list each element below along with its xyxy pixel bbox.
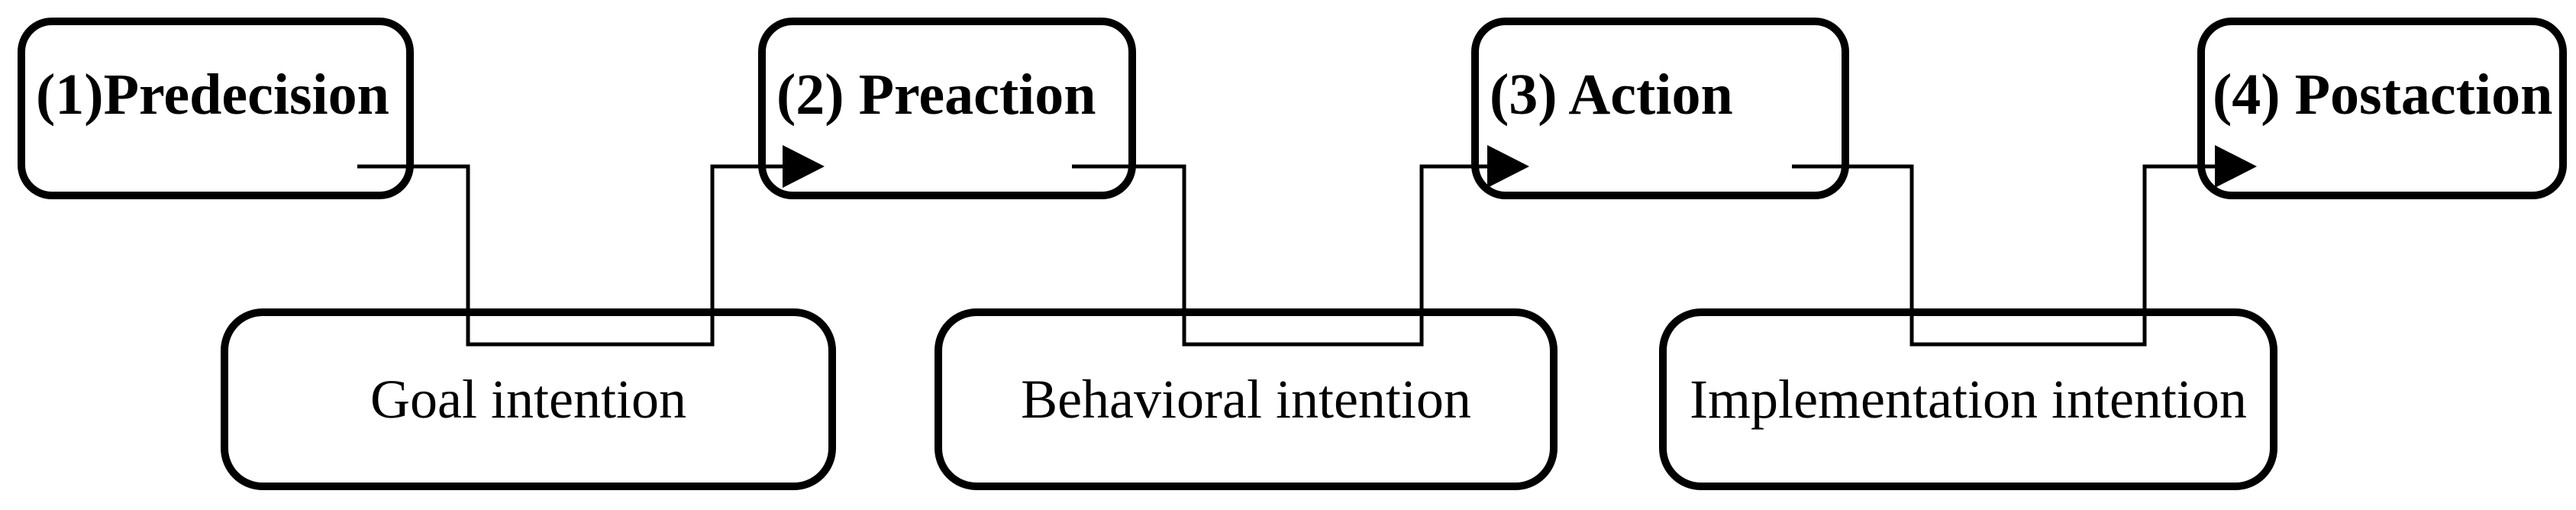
intention-box-goal: Goal intention	[221, 308, 836, 490]
phase-label-postaction: (4) Postaction	[2213, 63, 2553, 127]
phase-label-action: (3) Action	[1490, 63, 1733, 127]
intention-label-behavioral: Behavioral intention	[1021, 369, 1471, 430]
intention-label-goal: Goal intention	[370, 369, 686, 430]
phase-box-preaction: (2) Preaction	[758, 18, 1136, 199]
phase-box-predecision: (1)Predecision	[18, 18, 414, 199]
phase-label-preaction: (2) Preaction	[776, 63, 1096, 127]
phase-box-postaction: (4) Postaction	[2197, 18, 2567, 199]
intention-label-implementation: Implementation intention	[1690, 369, 2247, 430]
intention-box-behavioral: Behavioral intention	[935, 308, 1558, 490]
phase-box-action: (3) Action	[1471, 18, 1849, 199]
phase-label-predecision: (1)Predecision	[36, 63, 389, 127]
intention-box-implementation: Implementation intention	[1659, 308, 2277, 490]
